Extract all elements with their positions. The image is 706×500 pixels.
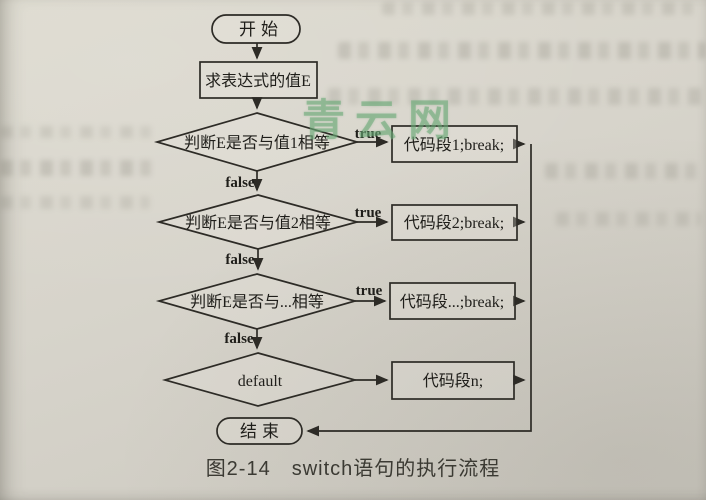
- action-1-label: 代码段1;break;: [404, 136, 504, 154]
- true-label-1: true: [355, 126, 382, 142]
- expression-node: 求表达式的值E: [199, 61, 318, 99]
- decision-3-label: 判断E是否与...相等: [190, 293, 324, 311]
- start-node: 开始: [211, 14, 301, 44]
- action-2-label: 代码段2;break;: [404, 214, 504, 232]
- true-label-2: true: [355, 205, 382, 221]
- start-label: 开始: [239, 20, 283, 39]
- decision-3-node: 判断E是否与...相等: [155, 273, 359, 330]
- action-2-node: 代码段2;break;: [391, 204, 518, 241]
- action-1-node: 代码段1;break;: [391, 125, 518, 163]
- decision-2-node: 判断E是否与值2相等: [155, 194, 361, 250]
- false-label-1: false: [225, 175, 255, 191]
- expression-label: 求表达式的值E: [205, 72, 311, 90]
- end-node: 结束: [216, 417, 303, 445]
- false-label-3: false: [224, 331, 254, 347]
- true-label-3: true: [356, 283, 383, 299]
- action-3-node: 代码段...;break;: [389, 282, 516, 320]
- decision-1-label: 判断E是否与值1相等: [184, 134, 330, 152]
- decision-2-label: 判断E是否与值2相等: [185, 214, 331, 232]
- end-label: 结束: [240, 422, 284, 441]
- decision-4-label: default: [238, 373, 283, 390]
- merge-line-to-end: [306, 144, 532, 437]
- decision-4-node: default: [161, 352, 359, 407]
- action-3-label: 代码段...;break;: [400, 293, 504, 311]
- false-label-2: false: [225, 252, 255, 268]
- action-4-node: 代码段n;: [391, 361, 515, 400]
- decision-1-node: 判断E是否与值1相等: [153, 112, 361, 172]
- action-4-label: 代码段n;: [423, 372, 483, 390]
- figure-caption: 图2-14 switch语句的执行流程: [205, 458, 501, 480]
